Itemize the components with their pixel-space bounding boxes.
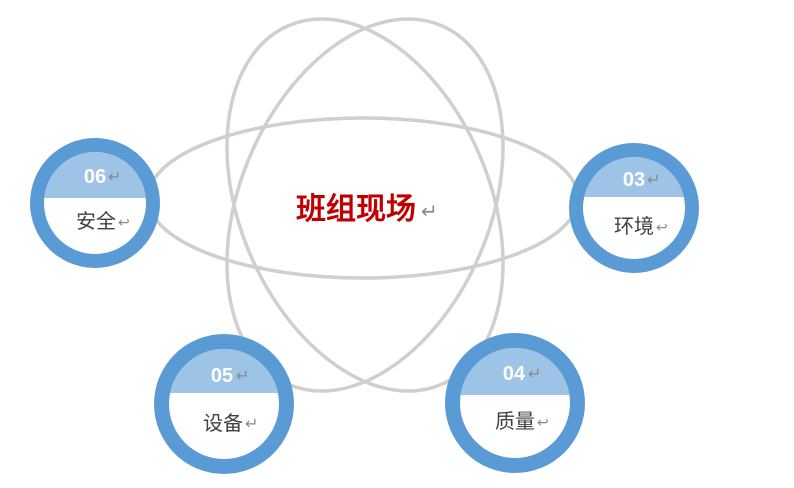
center-label: 班组现场 ↵ bbox=[296, 192, 438, 227]
paragraph-mark-icon: ↵ bbox=[528, 364, 541, 383]
node-label: 环境 bbox=[614, 214, 654, 238]
node-label: 安全 bbox=[76, 209, 116, 233]
return-mark-icon: ↩ bbox=[118, 215, 130, 231]
center-title: 班组现场 bbox=[296, 192, 416, 227]
node-03: 03 ↵ 环境 ↩ bbox=[569, 143, 699, 273]
node-06: 06 ↵ 安全 ↩ bbox=[30, 138, 160, 268]
return-mark-icon: ↵ bbox=[245, 414, 258, 433]
paragraph-mark-icon: ↵ bbox=[421, 199, 438, 223]
paragraph-mark-icon: ↵ bbox=[236, 366, 249, 385]
node-label: 质量 bbox=[495, 409, 535, 433]
return-mark-icon: ↩ bbox=[537, 415, 549, 431]
paragraph-mark-icon: ↵ bbox=[647, 170, 660, 189]
paragraph-mark-icon: ↵ bbox=[108, 167, 121, 186]
node-number: 03 bbox=[623, 169, 645, 191]
node-label: 设备 bbox=[203, 411, 243, 435]
node-05: 05 ↵ 设备 ↵ bbox=[154, 334, 294, 474]
node-04: 04 ↵ 质量 ↩ bbox=[445, 333, 585, 473]
node-number: 05 bbox=[211, 365, 233, 387]
return-mark-icon: ↩ bbox=[656, 220, 668, 236]
node-number: 06 bbox=[84, 166, 106, 188]
orbit-tilted-right bbox=[225, 17, 505, 393]
node-number: 04 bbox=[503, 363, 526, 385]
